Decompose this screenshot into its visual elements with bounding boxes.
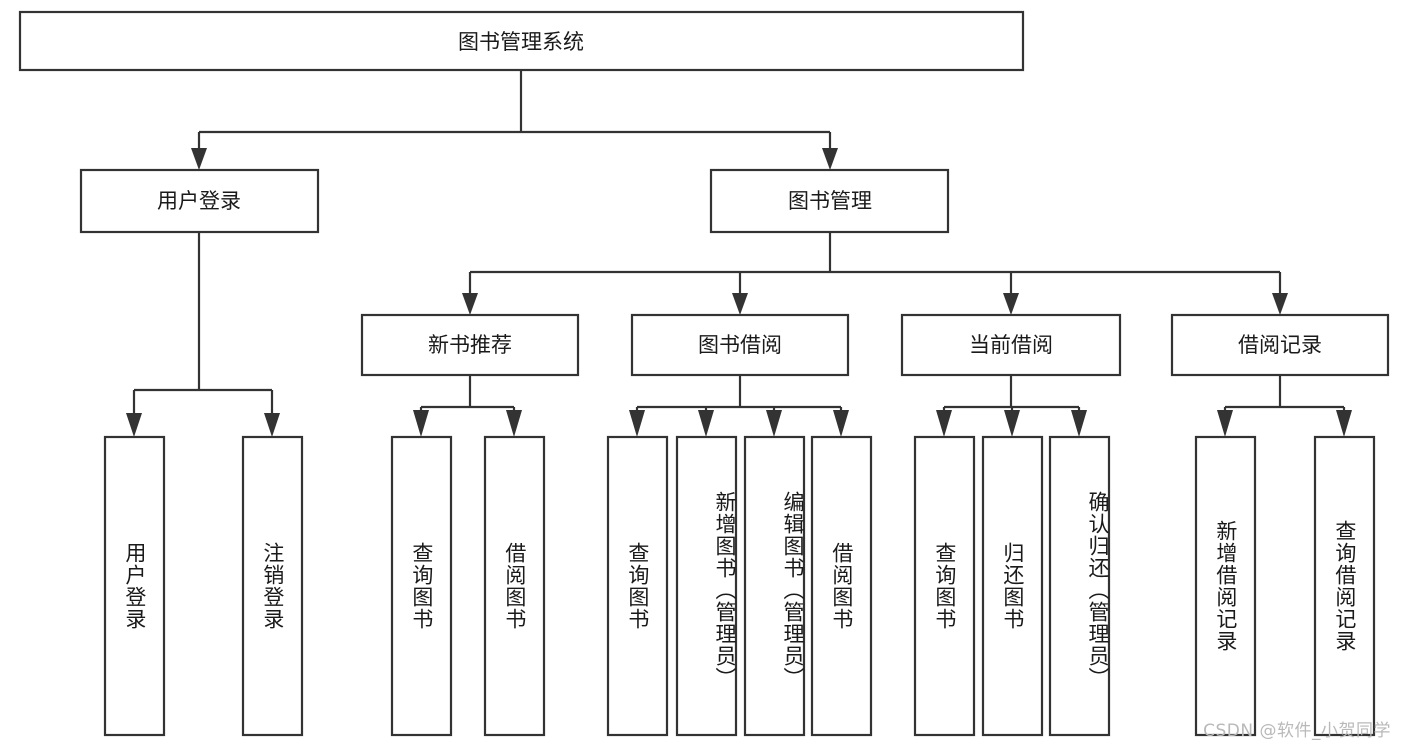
leaf-box-recommend-1[interactable] xyxy=(390,435,453,737)
node-book-management[interactable]: 图书管理 xyxy=(709,168,950,234)
arrow-user-login-leaf-2-icon xyxy=(264,413,280,437)
arrow-book-mgmt-child-2-icon xyxy=(732,293,748,315)
arrow-book-mgmt-child-4-icon xyxy=(1272,293,1288,315)
arrow-borrow-leaf-4-icon xyxy=(833,410,849,437)
leaf-box-record-1[interactable] xyxy=(1194,435,1257,737)
node-book-management-box[interactable] xyxy=(709,168,950,234)
leaf-box-user-login-1[interactable] xyxy=(103,435,166,737)
node-current-borrow-box[interactable] xyxy=(900,313,1122,377)
leaf-box-borrow-3[interactable] xyxy=(743,435,806,737)
leaf-box-current-3[interactable] xyxy=(1048,435,1111,737)
arrow-recommend-leaf-2-icon xyxy=(506,410,522,437)
leaf-box-current-2[interactable] xyxy=(981,435,1044,737)
arrow-current-leaf-1-icon xyxy=(936,410,952,437)
arrow-user-login-leaf-1-icon xyxy=(126,413,142,437)
arrow-borrow-leaf-1-icon xyxy=(629,410,645,437)
node-borrow-record-box[interactable] xyxy=(1170,313,1390,377)
arrow-current-leaf-3-icon xyxy=(1071,410,1087,437)
node-book-borrow[interactable]: 图书借阅 xyxy=(630,313,850,377)
node-current-borrow[interactable]: 当前借阅 xyxy=(900,313,1122,377)
leaf-box-layer xyxy=(103,435,1376,737)
node-book-borrow-label: 图书借阅 xyxy=(698,333,782,357)
leaf-box-current-1[interactable] xyxy=(913,435,976,737)
leaf-box-borrow-1[interactable] xyxy=(606,435,669,737)
leaf-box-recommend-2[interactable] xyxy=(483,435,546,737)
arrow-borrow-leaf-2-icon xyxy=(698,410,714,437)
csdn-watermark: CSDN @软件_小贺同学 xyxy=(1203,721,1391,741)
node-user-login-box[interactable] xyxy=(79,168,320,234)
node-new-book-recommend[interactable]: 新书推荐 xyxy=(360,313,580,377)
node-new-book-recommend-label: 新书推荐 xyxy=(428,333,512,357)
arrow-record-leaf-2-icon xyxy=(1336,410,1352,437)
node-current-borrow-label: 当前借阅 xyxy=(969,333,1053,357)
node-user-login[interactable]: 用户登录 xyxy=(79,168,320,234)
node-borrow-record-label: 借阅记录 xyxy=(1238,333,1322,357)
arrow-book-mgmt-child-3-icon xyxy=(1003,293,1019,315)
arrow-book-mgmt-child-1-icon xyxy=(462,293,478,315)
connector-layer xyxy=(126,70,1352,437)
arrow-borrow-leaf-3-icon xyxy=(766,410,782,437)
leaf-box-borrow-4[interactable] xyxy=(810,435,873,737)
leaf-box-user-login-2[interactable] xyxy=(241,435,304,737)
leaf-box-record-2[interactable] xyxy=(1313,435,1376,737)
leaf-box-borrow-2[interactable] xyxy=(675,435,738,737)
node-book-management-label: 图书管理 xyxy=(788,189,872,213)
arrow-root-to-book-mgmt-icon xyxy=(822,148,838,170)
node-root[interactable]: 图书管理系统 xyxy=(18,10,1025,72)
node-new-book-recommend-box[interactable] xyxy=(360,313,580,377)
node-user-login-label: 用户登录 xyxy=(157,189,241,213)
node-root-box[interactable] xyxy=(18,10,1025,72)
arrow-record-leaf-1-icon xyxy=(1217,410,1233,437)
node-root-label: 图书管理系统 xyxy=(458,30,584,54)
arrow-root-to-user-login-icon xyxy=(191,148,207,170)
arrow-recommend-leaf-1-icon xyxy=(413,410,429,437)
arrow-current-leaf-2-icon xyxy=(1004,410,1020,437)
node-book-borrow-box[interactable] xyxy=(630,313,850,377)
node-borrow-record[interactable]: 借阅记录 xyxy=(1170,313,1390,377)
